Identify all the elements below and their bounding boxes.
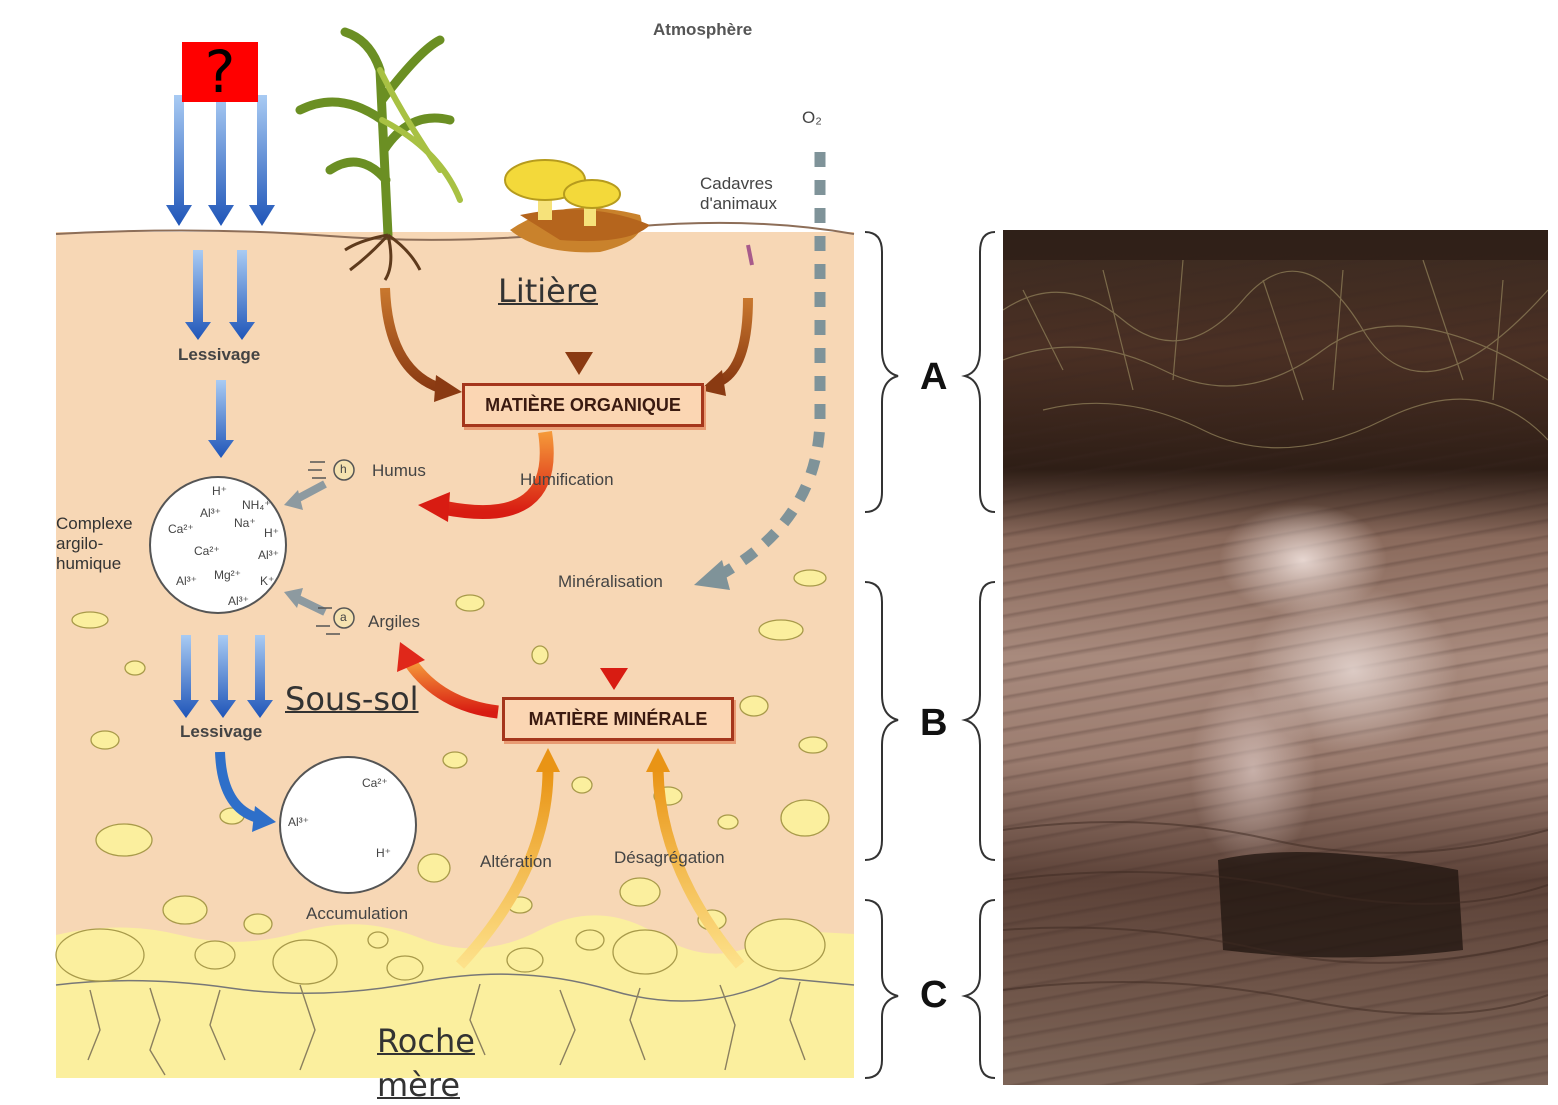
label-argiles: Argiles	[368, 612, 420, 631]
dark-cavity	[1218, 852, 1463, 958]
desagregation-arrow	[652, 769, 745, 969]
accumulation-arrow	[215, 751, 260, 823]
humus-particle-symbol: h	[340, 462, 347, 476]
to-argiles-arrowhead	[397, 642, 425, 672]
humus-to-complex-arrowhead	[284, 490, 303, 510]
accumulation-arrowhead	[252, 806, 276, 832]
accum-ion: H⁺	[376, 846, 391, 860]
alteration-arrowhead	[536, 748, 560, 772]
complex-ion: Al³⁺	[258, 548, 279, 562]
label-humification: Humification	[520, 470, 614, 489]
horizon-braces	[864, 231, 996, 1079]
soil-profile-photo	[1003, 230, 1548, 1085]
carcass-to-organic-arrow	[715, 297, 753, 387]
pebbles	[55, 569, 830, 985]
lessivage-arrows-bottom	[173, 635, 273, 718]
label-complexe-line2: argilo-	[56, 534, 104, 553]
humification-arrow	[443, 430, 554, 519]
horizon-label-c: C	[920, 974, 948, 1016]
brace-a-right	[961, 231, 996, 513]
label-alteration: Altération	[480, 852, 552, 871]
humus-particle	[333, 459, 355, 481]
plant-to-organic-arrowhead	[434, 375, 462, 402]
soil-layer	[56, 232, 854, 980]
label-complexe-line3: humique	[56, 554, 122, 573]
label-humus: Humus	[372, 461, 426, 480]
label-cadavres-line2: d'animaux	[700, 194, 777, 213]
label-litiere: Litière	[498, 272, 598, 310]
box-matiere-minerale: MATIÈRE MINÉRALE	[502, 697, 734, 741]
desagregation-arrowhead	[646, 748, 670, 772]
bedrock-surface	[55, 973, 855, 1002]
brace-b-left	[864, 581, 899, 861]
complex-ion: Al³⁺	[228, 594, 249, 608]
humus-to-complex-arrow	[293, 480, 327, 504]
horizon-label-b: B	[920, 702, 948, 744]
soil-diagram-graphics	[55, 27, 855, 1078]
complex-ion: Al³⁺	[176, 574, 197, 588]
rain-arrows	[166, 95, 275, 226]
accumulation-circle	[279, 756, 417, 894]
complex-ion: K⁺	[260, 574, 275, 588]
argile-particle	[333, 607, 355, 629]
rock-strata	[1003, 821, 1548, 1015]
brace-b-right	[961, 581, 996, 861]
argile-particle-symbol: a	[340, 610, 347, 624]
to-argiles-arrow	[404, 658, 499, 719]
humification-arrowhead	[418, 492, 450, 522]
label-desagregation: Désagrégation	[614, 848, 725, 867]
lessivage-arrows-top	[185, 250, 255, 458]
dark-band	[1003, 230, 1548, 260]
label-sous-sol: Sous-sol	[285, 680, 419, 718]
mineralisation-arrowhead	[600, 668, 628, 690]
complex-circle	[149, 476, 287, 614]
complex-ion: Ca²⁺	[168, 522, 194, 536]
carcass-to-organic-arrowhead	[700, 370, 726, 396]
ground-surface	[55, 221, 855, 241]
brace-a-left	[864, 231, 899, 513]
label-o2: O₂	[802, 108, 822, 127]
label-cadavres: Cadavres	[700, 174, 773, 193]
question-mark-box: ?	[182, 42, 258, 102]
complex-ion: NH₄⁺	[242, 498, 271, 512]
label-lessivage-bottom: Lessivage	[180, 722, 263, 741]
carcass-mark	[746, 244, 754, 266]
argiles-to-complex-arrowhead	[284, 588, 303, 608]
label-atmosphere: Atmosphère	[653, 20, 753, 39]
complex-ion: Na⁺	[234, 516, 256, 530]
label-mere: mère	[377, 1066, 460, 1104]
oxygen-arrow	[717, 152, 826, 580]
complex-ion: H⁺	[264, 526, 279, 540]
photo-texture	[1003, 230, 1548, 1015]
mushroom-illustration	[504, 159, 650, 253]
accum-ion: Ca²⁺	[362, 776, 388, 790]
complex-ion: Mg²⁺	[214, 568, 241, 582]
bedrock-cracks	[87, 981, 806, 1076]
label-lessivage-top: Lessivage	[178, 345, 261, 364]
brace-c-left	[864, 899, 899, 1079]
label-roche: Roche	[377, 1022, 475, 1060]
label-mineralisation: Minéralisation	[558, 572, 663, 591]
soil-diagram: ? Atmosphère O₂ Cadavres d'animaux Litiè…	[55, 20, 855, 1104]
argile-particle-dashes	[316, 607, 340, 635]
label-accumulation: Accumulation	[306, 904, 409, 923]
complex-ion: H⁺	[212, 484, 227, 498]
accum-ion: Al³⁺	[288, 815, 309, 829]
alteration-arrow	[455, 769, 554, 969]
brace-c-right	[961, 899, 996, 1079]
humus-particle-dashes	[308, 461, 326, 479]
litter-to-organic-arrowhead	[565, 352, 593, 375]
horizon-label-a: A	[920, 356, 948, 398]
label-complexe: Complexe	[56, 514, 133, 533]
grass-strands	[1003, 259, 1548, 449]
argiles-to-complex-arrow	[294, 594, 327, 616]
plant-illustration	[295, 27, 463, 281]
complex-ion: Ca²⁺	[194, 544, 220, 558]
complex-ion: Al³⁺	[200, 506, 221, 520]
oxygen-arrowhead	[694, 560, 730, 590]
plant-to-organic-arrow	[380, 287, 442, 393]
box-matiere-organique: MATIÈRE ORGANIQUE	[462, 383, 704, 427]
